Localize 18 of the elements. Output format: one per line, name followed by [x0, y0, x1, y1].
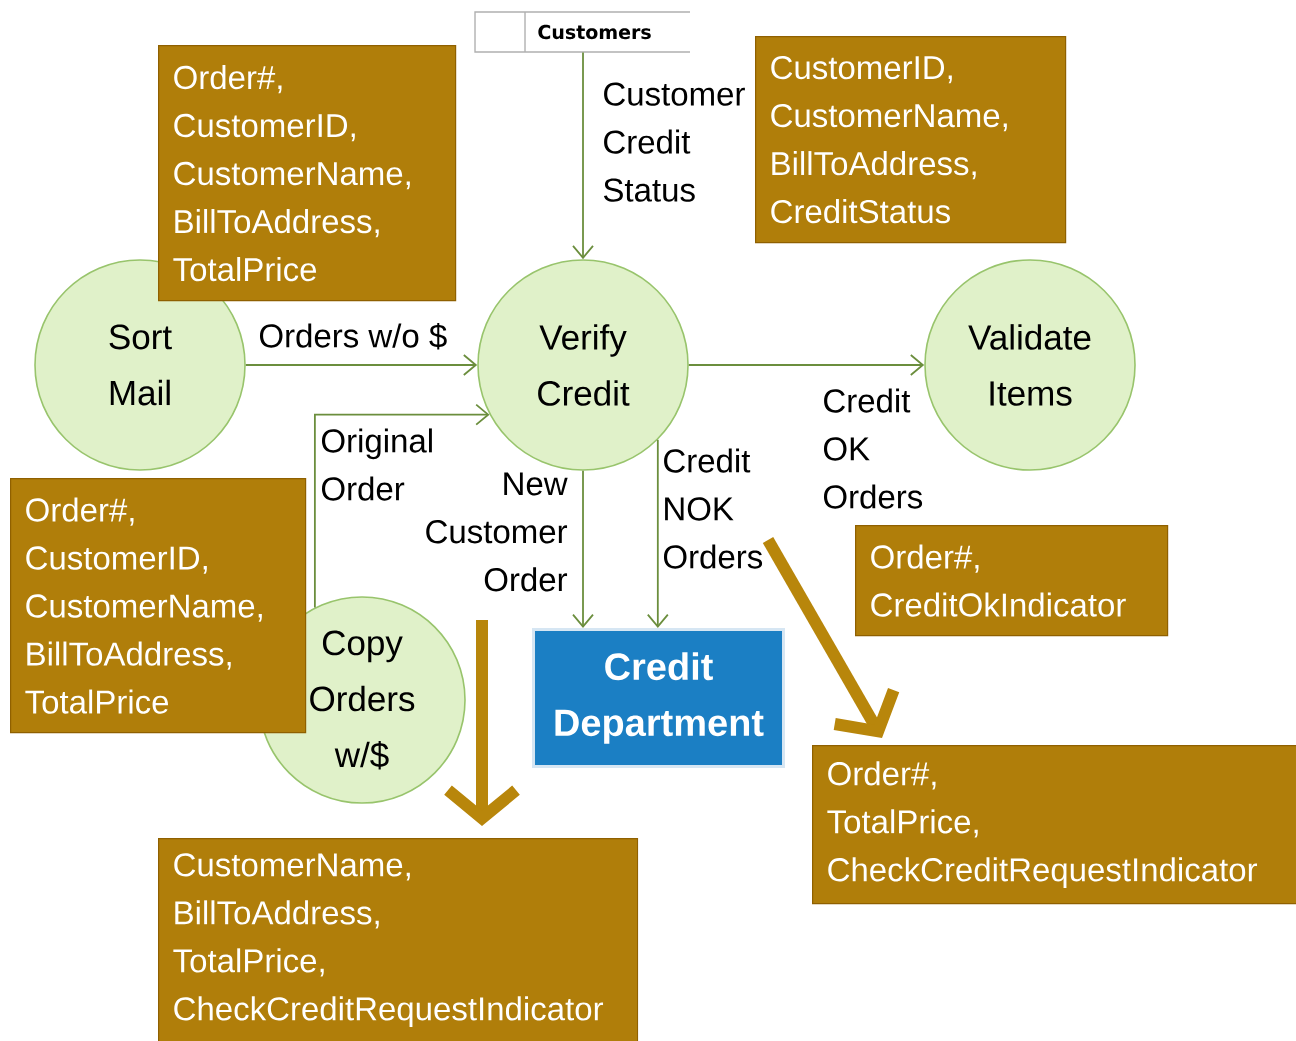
external-entity-box: Credit Department — [532, 628, 785, 768]
edge-label: Customer Credit Status — [603, 82, 745, 202]
edge-label: Orders w/o $ — [259, 322, 447, 350]
data-pointer-arrow — [762, 537, 900, 739]
data-note-box: Order#, CustomerID, CustomerName, BillToAddress, TotalPrice — [10, 478, 307, 734]
data-note-box: Order#, CreditOkIndicator — [855, 525, 1169, 637]
flow-arrow — [244, 354, 478, 376]
flow-arrow — [572, 469, 594, 628]
data-note-box: CustomerID, CustomerName, BillToAddress, CreditStatus — [755, 36, 1067, 244]
edge-label: Credit OK Orders — [824, 388, 923, 509]
flow-arrow — [646, 438, 669, 628]
data-note-box: Order#, TotalPrice, CheckCreditRequestIndicator — [812, 745, 1296, 905]
flow-arrow — [687, 354, 925, 376]
data-note-box: CustomerName, BillToAddress, TotalPrice, CheckCreditRequestIndicator — [158, 838, 639, 1041]
flow-arrow — [572, 51, 594, 260]
flow-arrow — [314, 403, 490, 609]
data-note-box: Order#, CustomerID, CustomerName, BillToAddress, TotalPrice — [158, 45, 457, 302]
data-pointer-arrow — [444, 620, 520, 826]
